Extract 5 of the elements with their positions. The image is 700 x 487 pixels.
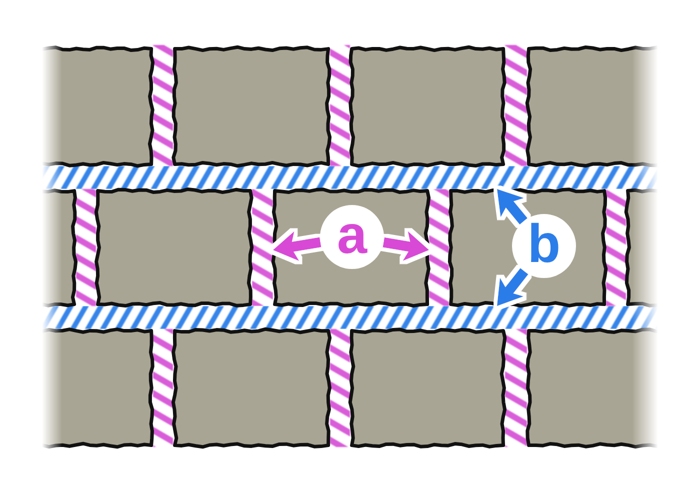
arrow	[382, 231, 430, 261]
mortar-joint	[42, 166, 658, 189]
mortar-joint	[42, 306, 658, 329]
mortar-joint	[252, 189, 273, 306]
mortar-joint	[429, 189, 449, 306]
